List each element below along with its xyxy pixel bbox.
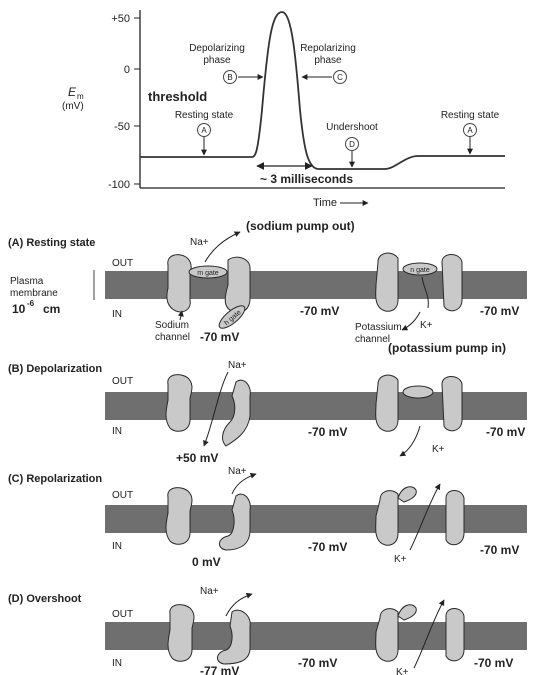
marker-b: B xyxy=(227,73,232,82)
sodium-channel-left xyxy=(167,255,191,312)
repolarizing-label: phase xyxy=(314,55,342,66)
in-label: IN xyxy=(112,309,122,320)
k-ion-label: K+ xyxy=(420,320,433,331)
panel-c-title: (C) Repolarization xyxy=(8,473,102,485)
k-ion-label: K+ xyxy=(432,444,445,455)
panel-a-title: (A) Resting state xyxy=(8,237,95,249)
panel-b-voltage-mid: -70 mV xyxy=(308,425,347,439)
depolarizing-label: Depolarizing xyxy=(189,43,245,54)
membrane-label: membrane xyxy=(10,288,58,299)
potassium-channel-right xyxy=(442,255,462,311)
sodium-channel-left xyxy=(166,375,192,432)
y-axis-subscript: m xyxy=(77,92,84,101)
potassium-channel-label: channel xyxy=(355,334,390,345)
marker-a: A xyxy=(201,126,207,135)
potassium-channel-left xyxy=(376,375,398,431)
panel-repolarization: (C) Repolarization OUT IN Na+ 0 mV -70 m… xyxy=(8,466,527,569)
out-label: OUT xyxy=(112,490,133,501)
sodium-channel-right xyxy=(225,257,250,313)
k-ion-label: K+ xyxy=(396,667,409,675)
y-tick-label: 0 xyxy=(124,64,130,76)
potassium-channel-left xyxy=(376,609,398,662)
action-potential-chart: +50 0 -50 -100 E m (mV) threshold Depola… xyxy=(62,10,505,209)
panel-b-title: (B) Depolarization xyxy=(8,363,102,375)
sodium-arrow xyxy=(232,474,256,494)
n-gate-open xyxy=(398,605,416,620)
sodium-channel-left xyxy=(168,605,194,662)
panel-depolarization: (B) Depolarization OUT IN Na+ +50 mV -70… xyxy=(8,360,527,465)
out-label: OUT xyxy=(112,609,133,620)
x-axis-label: Time xyxy=(313,197,337,209)
out-label: OUT xyxy=(112,258,133,269)
sodium-channel-label: channel xyxy=(155,332,190,343)
sodium-channel-label: Sodium xyxy=(155,320,189,331)
threshold-label: threshold xyxy=(148,89,207,104)
in-label: IN xyxy=(112,541,122,552)
panel-c-voltage-right: -70 mV xyxy=(480,543,519,557)
panel-d-voltage-left: -77 mV xyxy=(200,664,239,675)
na-ion-label: Na+ xyxy=(190,237,209,248)
repolarizing-label: Repolarizing xyxy=(300,43,356,54)
resting-state-label-left: Resting state xyxy=(175,110,234,121)
thickness-exponent: -6 xyxy=(27,299,35,308)
potassium-pump-label: (potassium pump in) xyxy=(388,341,506,355)
panel-d-voltage-right: -70 mV xyxy=(474,656,513,670)
marker-d: D xyxy=(349,140,355,149)
y-axis-unit: (mV) xyxy=(62,101,84,112)
y-tick-label: +50 xyxy=(111,13,130,25)
in-label: IN xyxy=(112,426,122,437)
in-label: IN xyxy=(112,658,122,669)
panel-d-voltage-mid: -70 mV xyxy=(298,656,337,670)
sodium-channel-left xyxy=(166,488,192,545)
potassium-channel-label: Potassium xyxy=(355,322,402,333)
potassium-channel-left xyxy=(376,491,398,546)
undershoot-label: Undershoot xyxy=(326,122,378,133)
m-gate-label: m gate xyxy=(197,270,219,277)
marker-c: C xyxy=(337,73,343,82)
panel-c-voltage-left: 0 mV xyxy=(192,555,221,569)
panel-d-title: (D) Overshoot xyxy=(8,593,82,605)
panel-c-voltage-mid: -70 mV xyxy=(308,540,347,554)
panel-resting-state: (A) Resting state (sodium pump out) Na+ … xyxy=(8,219,527,355)
panel-a-voltage-left: -70 mV xyxy=(200,330,239,344)
potassium-channel-right xyxy=(442,377,462,431)
na-ion-label: Na+ xyxy=(228,466,247,477)
potassium-channel-right xyxy=(446,491,464,545)
panel-overshoot: (D) Overshoot OUT IN Na+ -77 mV -70 mV K… xyxy=(8,586,527,675)
thickness-unit: cm xyxy=(43,302,60,316)
n-gate-open xyxy=(398,487,416,502)
na-ion-label: Na+ xyxy=(228,360,247,371)
duration-label: ~ 3 milliseconds xyxy=(260,172,353,186)
potassium-in-arrow xyxy=(402,312,420,330)
potassium-channel-left xyxy=(376,253,398,311)
y-tick-label: -50 xyxy=(114,121,130,133)
n-gate-label: n gate xyxy=(410,267,430,274)
out-label: OUT xyxy=(112,376,133,387)
panel-a-voltage-right: -70 mV xyxy=(480,304,519,318)
na-ion-label: Na+ xyxy=(200,586,219,597)
marker-a2: A xyxy=(467,126,473,135)
resting-state-label-right: Resting state xyxy=(441,110,500,121)
membrane-label: Plasma xyxy=(10,276,44,287)
potassium-channel-right xyxy=(446,609,464,661)
panel-a-voltage-mid: -70 mV xyxy=(300,304,339,318)
thickness-base: 10 xyxy=(12,302,26,316)
panel-b-voltage-left: +50 mV xyxy=(176,451,218,465)
sodium-pump-label: (sodium pump out) xyxy=(246,219,355,233)
n-gate xyxy=(403,386,433,398)
k-ion-label: K+ xyxy=(394,554,407,565)
y-axis-symbol: E xyxy=(68,85,77,99)
y-tick-label: -100 xyxy=(108,179,130,191)
depolarizing-label: phase xyxy=(203,55,231,66)
panel-b-voltage-right: -70 mV xyxy=(486,425,525,439)
potassium-arrow xyxy=(400,426,420,456)
